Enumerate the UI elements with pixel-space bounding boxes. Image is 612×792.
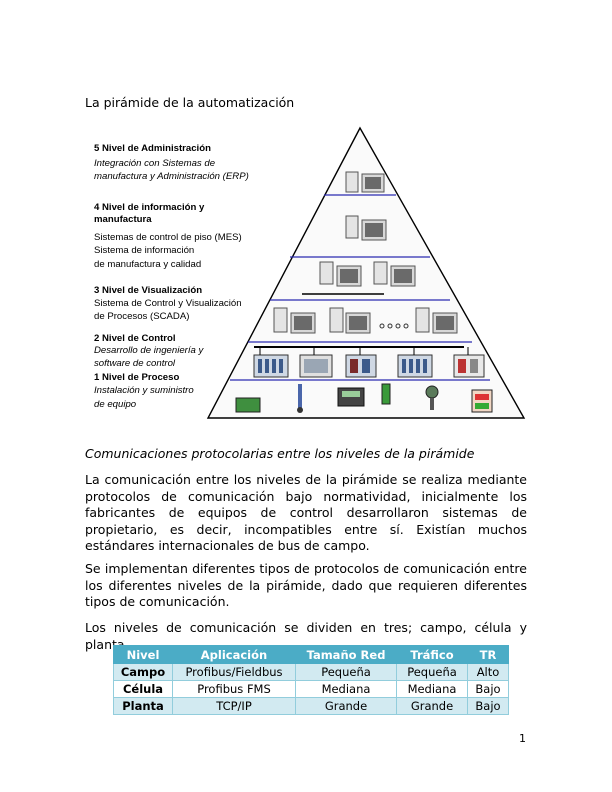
computer-icon xyxy=(329,307,371,334)
table-cell: Profibus FMS xyxy=(172,680,296,698)
table-cell: Planta xyxy=(113,697,173,715)
level-title: 1 Nivel de Proceso xyxy=(94,372,179,383)
table-cell: Célula xyxy=(113,680,173,698)
table-row: Célula Profibus FMS Mediana Mediana Bajo xyxy=(113,680,509,698)
column-header: Aplicación xyxy=(172,645,296,664)
computer-icon xyxy=(373,261,416,287)
column-header: Tamaño Red xyxy=(295,645,397,664)
pyramid-outline xyxy=(206,126,526,419)
table-cell: Grande xyxy=(396,697,468,715)
level-title: 5 Nivel de Administración xyxy=(94,143,211,154)
level-desc: de manufactura y calidad xyxy=(94,259,201,270)
column-header: Tráfico xyxy=(396,645,468,664)
ellipsis-dots xyxy=(379,323,409,329)
computer-icon xyxy=(345,215,387,241)
level-title: 2 Nivel de Control xyxy=(94,333,176,344)
table-row: Planta TCP/IP Grande Grande Bajo xyxy=(113,697,509,715)
level-desc: de equipo xyxy=(94,399,137,410)
table-cell: Mediana xyxy=(396,680,468,698)
level-desc: Sistemas de control de piso (MES) xyxy=(94,232,242,243)
computer-icon xyxy=(319,261,362,287)
level-desc: manufactura y Administración (ERP) xyxy=(94,171,249,182)
table-cell: TCP/IP xyxy=(172,697,296,715)
table-cell: Profibus/Fieldbus xyxy=(172,663,296,681)
computer-icon xyxy=(345,171,385,193)
plc-rack-icon xyxy=(453,354,485,378)
column-header: Nivel xyxy=(113,645,173,664)
panel-device-icon xyxy=(471,389,493,413)
level-3-label: 3 Nivel de Visualización Sistema de Cont… xyxy=(94,285,242,322)
level-title: 4 Nivel de información y xyxy=(94,202,205,213)
computer-icon xyxy=(273,307,316,334)
plc-rack-icon xyxy=(345,354,377,378)
computer-icon xyxy=(415,307,458,334)
table-header-row: Nivel Aplicación Tamaño Red Tráfico TR xyxy=(113,645,509,664)
level-4-label: 4 Nivel de información y manufactura Sis… xyxy=(94,202,242,270)
level-title: 3 Nivel de Visualización xyxy=(94,285,202,296)
table-cell: Alto xyxy=(467,663,509,681)
page-number: 1 xyxy=(519,732,526,745)
plc-rack-icon xyxy=(299,354,333,378)
table-cell: Bajo xyxy=(467,697,509,715)
level-2-label: 2 Nivel de Control Desarrollo de ingenie… xyxy=(94,333,205,369)
table-row: Campo Profibus/Fieldbus Pequeña Pequeña … xyxy=(113,663,509,681)
level-desc: Instalación y suministro xyxy=(94,385,194,396)
table-cell: Pequeña xyxy=(295,663,397,681)
controller-device-icon xyxy=(337,387,365,407)
paragraph: La comunicación entre los niveles de la … xyxy=(85,472,527,553)
plc-rack-icon xyxy=(397,354,433,378)
paragraph: Se implementan diferentes tipos de proto… xyxy=(85,561,527,609)
drive-device-icon xyxy=(235,397,261,413)
level-desc: de Procesos (SCADA) xyxy=(94,311,189,322)
level-desc: Desarrollo de ingeniería y xyxy=(94,345,205,356)
communication-levels-table: Nivel Aplicación Tamaño Red Tráfico TR C… xyxy=(113,645,509,715)
section-subheading: Comunicaciones protocolarias entre los n… xyxy=(85,446,475,461)
level-desc: software de control xyxy=(94,358,176,369)
section-heading: La pirámide de la automatización xyxy=(85,95,295,110)
level-title: manufactura xyxy=(94,214,152,225)
column-header: TR xyxy=(467,645,509,664)
automation-pyramid-figure: 5 Nivel de Administración Integración co… xyxy=(84,118,528,426)
table-cell: Mediana xyxy=(295,680,397,698)
table-cell: Campo xyxy=(113,663,173,681)
level-desc: Sistema de Control y Visualización xyxy=(94,298,242,309)
table-cell: Grande xyxy=(295,697,397,715)
table-cell: Bajo xyxy=(467,680,509,698)
valve-device-icon xyxy=(381,383,391,405)
level-desc: Integración con Sistemas de xyxy=(94,158,215,169)
table-cell: Pequeña xyxy=(396,663,468,681)
transmitter-device-icon xyxy=(425,385,439,410)
level-desc: Sistema de información xyxy=(94,245,194,256)
sensor-device-icon xyxy=(297,384,303,413)
pyramid-diagram: 5 Nivel de Administración Integración co… xyxy=(94,126,526,419)
plc-rack-icon xyxy=(253,354,289,378)
level-5-label: 5 Nivel de Administración Integración co… xyxy=(94,143,249,182)
level-1-label: 1 Nivel de Proceso Instalación y suminis… xyxy=(94,372,194,410)
